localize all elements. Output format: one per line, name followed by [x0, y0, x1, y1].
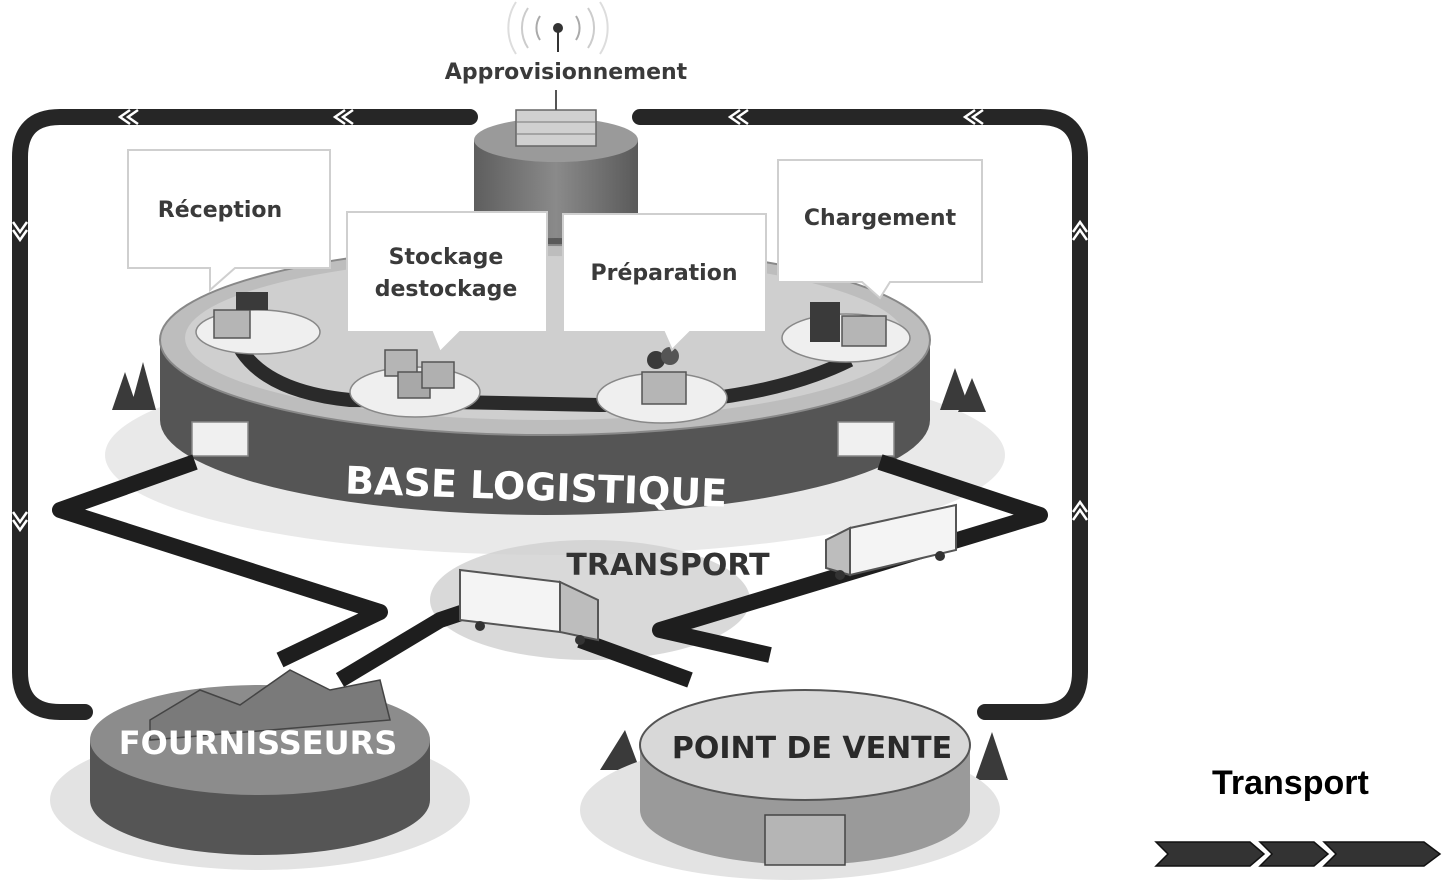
callout-chargement: Chargement: [777, 159, 983, 300]
transport-label: TRANSPORT: [566, 548, 770, 583]
preparation-label: Préparation: [590, 261, 737, 286]
chevron-arrow-icon: [1154, 841, 1266, 867]
fournisseurs-node: FOURNISSEURS: [50, 669, 470, 870]
fournisseurs-label: FOURNISSEURS: [119, 724, 398, 762]
point-de-vente-label: POINT DE VENTE: [672, 731, 952, 766]
chevron-arrow-icon: [1322, 841, 1442, 867]
chevron-arrow-icon: [1258, 841, 1330, 867]
point-de-vente-node: POINT DE VENTE: [580, 689, 1000, 880]
return-loop: [11, 108, 1089, 720]
station-pads: [195, 292, 911, 424]
reception-label: Réception: [158, 198, 282, 223]
tree-icons: [112, 362, 1008, 780]
callout-stockage: Stockage destockage: [346, 211, 548, 354]
truck-icon: [459, 568, 599, 645]
stockage-label-line1: Stockage: [389, 245, 504, 270]
antenna-icon: [507, 1, 609, 55]
callout-reception: Réception: [127, 149, 331, 293]
legend-chevron-arrows: [1154, 841, 1442, 867]
legend-title: Transport: [1212, 764, 1369, 802]
approvisionnement-label: Approvisionnement: [445, 60, 688, 85]
callout-preparation: Préparation: [562, 213, 767, 352]
stockage-label-line2: destockage: [375, 277, 518, 302]
truck-icon: [825, 503, 957, 580]
chargement-label: Chargement: [804, 206, 957, 231]
